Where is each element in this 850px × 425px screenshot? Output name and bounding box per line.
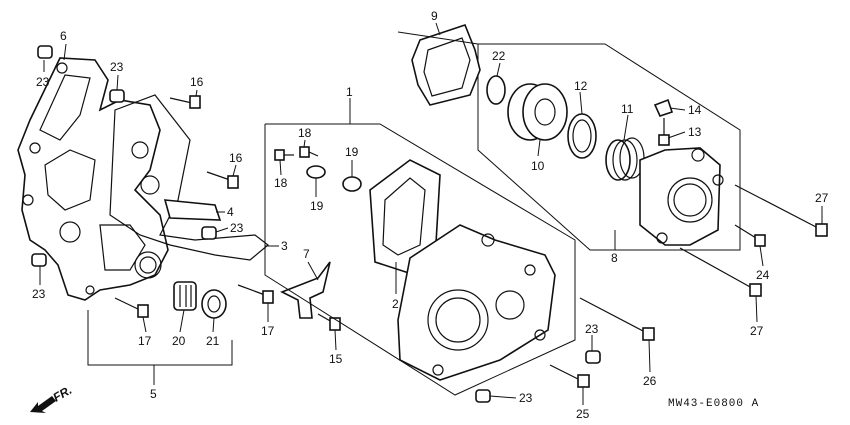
callout-7: 7 [303,247,310,261]
bracket-part-4 [163,199,222,221]
dowel-pin [201,226,217,240]
callout-10: 10 [531,159,545,173]
bearing-part-20 [173,281,197,311]
pump-cover [397,224,556,381]
callout-1: 1 [346,85,353,99]
group-bracket-5 [87,310,233,366]
bolt-part-18 [299,146,319,158]
bearing-part-22 [486,75,506,105]
lever-part-7 [280,261,331,319]
seal-part-11 [605,137,645,181]
gasket-part-9 [411,24,481,106]
callout-24: 24 [756,268,770,282]
bolt-part-25 [549,364,590,388]
callout-17: 17 [138,334,152,348]
callout-12: 12 [574,79,588,93]
leader-lines [39,22,823,405]
callout-23: 23 [32,287,46,301]
front-direction-arrow-icon [30,396,56,413]
callout-8: 8 [611,251,618,265]
seal-part-10 [507,83,568,141]
callout-23: 23 [110,60,124,74]
bolt-part-26 [579,297,655,341]
dowel-pin [109,89,125,103]
group-box-8 [477,43,741,251]
ring-part-12 [567,113,597,159]
callout-13: 13 [688,125,702,139]
callout-labels: 6 23 23 16 16 4 23 3 23 7 17 20 21 17 15… [32,9,829,421]
callout-16: 16 [190,75,204,89]
washer-part-19 [342,176,362,192]
bolt-part-15 [317,313,341,331]
callout-9: 9 [431,9,438,23]
callout-19: 19 [345,145,359,159]
callout-4: 4 [227,205,234,219]
dowel-pin [31,253,47,267]
clip-part-14 [653,98,674,117]
callout-11: 11 [621,102,634,116]
callout-20: 20 [172,334,186,348]
callout-6: 6 [60,29,67,43]
callout-23: 23 [585,322,599,336]
callout-23: 23 [519,391,533,405]
dowel-pin [37,45,53,59]
bolt-part-27 [734,184,828,237]
callout-18: 18 [274,176,288,190]
bolt-part-27 [679,247,762,297]
bolt-part-17 [237,284,274,304]
gasket-part-3 [109,94,269,261]
bolt-part-13 [658,118,670,146]
callout-19: 19 [310,199,324,213]
callout-3: 3 [281,239,288,253]
bolt-part-18 [274,149,294,161]
callout-14: 14 [688,103,702,117]
bolt-part-16 [169,95,201,109]
callout-26: 26 [643,374,657,388]
washer-part-19 [306,165,326,179]
callout-16: 16 [229,151,243,165]
oil-seal-part-21 [201,289,227,319]
callout-5: 5 [150,387,157,401]
left-cover-part-6 [17,57,169,301]
group-box-1 [264,123,576,396]
callout-18: 18 [298,126,312,140]
callout-23: 23 [230,221,244,235]
callout-27: 27 [750,324,764,338]
callout-23: 23 [36,75,50,89]
callout-25: 25 [576,407,590,421]
diagram-code: MW43-E0800 A [668,398,759,410]
callout-21: 21 [206,334,220,348]
callout-17: 17 [261,324,275,338]
dowel-pin [475,389,491,403]
callout-2: 2 [392,297,399,311]
callout-22: 22 [492,49,506,63]
callout-27: 27 [815,191,829,205]
pump-housing [639,147,724,246]
callout-15: 15 [329,352,343,366]
bolt-part-17 [114,297,149,318]
dowel-pin [585,350,601,364]
